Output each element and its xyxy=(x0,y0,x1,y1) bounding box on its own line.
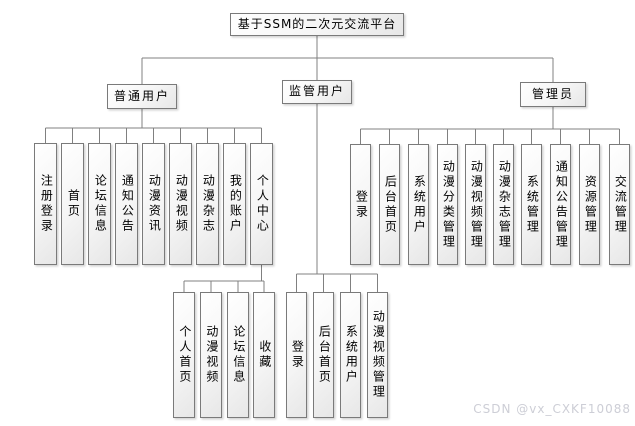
node-personal-anime-video: 动漫视频 xyxy=(200,292,222,418)
node-sup-anime-video-mgmt: 动漫视频管理 xyxy=(367,292,388,418)
node-notice-announcement: 通知公告 xyxy=(115,143,138,265)
node-anime-magazine: 动漫杂志 xyxy=(196,143,219,265)
node-sup-backend-home: 后台首页 xyxy=(313,292,334,418)
node-normal-user: 普通用户 xyxy=(107,84,177,109)
node-admin-backend-home: 后台首页 xyxy=(379,144,400,265)
node-personal-home: 个人首页 xyxy=(173,292,195,418)
node-admin-login: 登录 xyxy=(350,144,371,265)
node-exchange-mgmt: 交流管理 xyxy=(609,144,630,265)
node-root-title: 基于SSM的二次元交流平台 xyxy=(230,13,404,36)
node-anime-news: 动漫资讯 xyxy=(142,143,165,265)
node-personal-forum-info: 论坛信息 xyxy=(227,292,249,418)
node-admin: 管理员 xyxy=(520,82,586,107)
node-sup-login: 登录 xyxy=(286,292,307,418)
node-anime-category-mgmt: 动漫分类管理 xyxy=(437,144,458,265)
node-anime-video-mgmt: 动漫视频管理 xyxy=(465,144,486,265)
node-system-mgmt: 系统管理 xyxy=(521,144,542,265)
node-anime-magazine-mgmt: 动漫杂志管理 xyxy=(493,144,514,265)
node-personal-center: 个人中心 xyxy=(250,143,273,265)
csdn-watermark: CSDN @vx_CXKF10088 xyxy=(473,402,631,416)
node-sup-system-user: 系统用户 xyxy=(340,292,361,418)
node-home: 首页 xyxy=(61,143,84,265)
node-resource-mgmt: 资源管理 xyxy=(579,144,600,265)
node-my-account: 我的账户 xyxy=(223,143,246,265)
node-register-login: 注册登录 xyxy=(34,143,57,265)
node-forum-info: 论坛信息 xyxy=(88,143,111,265)
node-admin-system-user: 系统用户 xyxy=(408,144,429,265)
node-supervisor-user: 监管用户 xyxy=(282,80,352,104)
node-anime-video: 动漫视频 xyxy=(169,143,192,265)
node-notice-mgmt: 通知公告管理 xyxy=(550,144,571,265)
node-favorites: 收藏 xyxy=(253,292,275,418)
